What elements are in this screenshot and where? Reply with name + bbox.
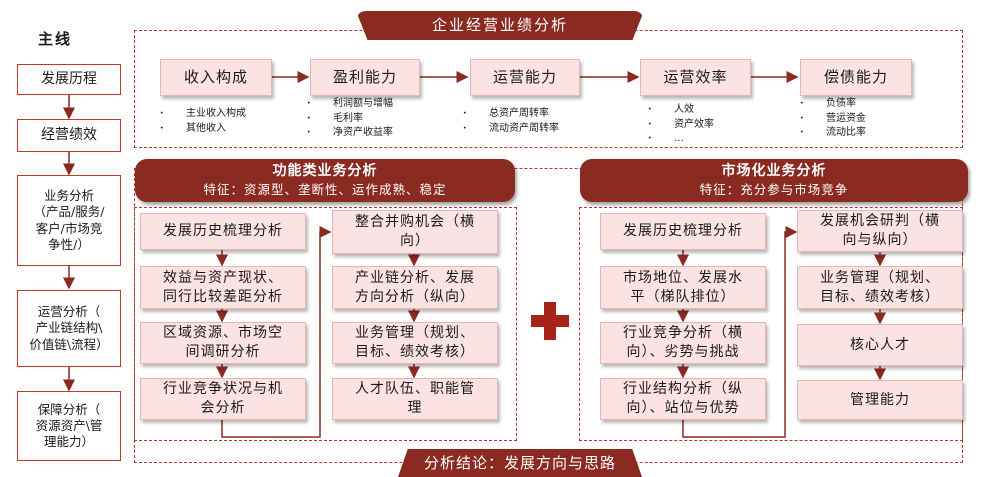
- step-profitability: 盈利能力: [310, 59, 420, 96]
- plus-icon: [544, 302, 556, 340]
- right-c1-market-position: 市场地位、发展水 平（梯队排位）: [600, 266, 766, 309]
- bullet-item: 资产效率: [648, 118, 714, 133]
- left-panel-title: 功能类业务分析: [272, 163, 378, 179]
- right-c2-management: 业务管理（规划、 目标、绩效考核）: [797, 266, 963, 309]
- bullet-item: 营运资金: [800, 112, 866, 127]
- bullet-item: 净资产收益率: [307, 126, 393, 141]
- right-c2-core-talent: 核心人才: [797, 324, 963, 366]
- left-panel-subtitle: 特征：资源型、垄断性、运作成熟、稳定: [203, 182, 447, 197]
- left-c2-industry-chain: 产业链分析、发展 方向分析（纵向）: [332, 266, 498, 309]
- bullets-efficiency: 人效 资产效率 …: [648, 103, 714, 147]
- bullets-profitability: 利润额与增幅 毛利率 净资产收益率: [307, 97, 393, 141]
- right-c2-opportunity: 发展机会研判（横 向与纵向）: [797, 210, 963, 252]
- step-operating-capacity: 运营能力: [470, 59, 580, 96]
- left-c1-region: 区域资源、市场空 间调研分析: [140, 322, 306, 364]
- left-panel-region: [134, 207, 517, 441]
- bullet-item: 总资产周转率: [463, 107, 559, 122]
- bullet-item: 负债率: [800, 97, 866, 112]
- left-c2-management: 业务管理（规划、 目标、绩效考核）: [332, 322, 498, 364]
- right-c1-structure: 行业结构分析（纵 向）、站位与优势: [600, 378, 766, 420]
- bullet-item: 流动资产周转率: [463, 122, 559, 137]
- step-revenue: 收入构成: [160, 59, 272, 96]
- bullet-item: 其他收入: [160, 122, 246, 137]
- left-c2-talent: 人才队伍、职能管 理: [332, 378, 498, 420]
- right-panel-subtitle: 特征：充分参与市场竞争: [699, 182, 849, 197]
- sidebar-item-business: 业务分析 （产品/服务/ 客户/市场竞 争性/）: [17, 175, 121, 266]
- left-c2-merger: 整合并购机会（横 向）: [332, 210, 498, 254]
- sidebar-item-history: 发展历程: [17, 64, 121, 95]
- right-panel-title: 市场化业务分析: [721, 163, 827, 179]
- sidebar-title: 主线: [38, 30, 73, 48]
- right-c2-capability: 管理能力: [797, 380, 963, 420]
- sidebar-item-support: 保障分析（ 资源资产\管 理能力）: [17, 391, 121, 461]
- left-panel-banner: 功能类业务分析 特征：资源型、垄断性、运作成熟、稳定: [135, 159, 515, 202]
- bullets-revenue: 主业收入构成 其他收入: [160, 107, 246, 136]
- right-c1-competition: 行业竞争分析（横 向）、劣势与挑战: [600, 322, 766, 364]
- step-efficiency: 运营效率: [640, 59, 751, 96]
- right-c1-history: 发展历史梳理分析: [600, 213, 766, 250]
- bullet-item: 人效: [648, 103, 714, 118]
- top-banner: 企业经营业绩分析: [356, 11, 644, 40]
- bullet-item: 毛利率: [307, 112, 393, 127]
- bullet-item: 利润额与增幅: [307, 97, 393, 112]
- bullet-item: …: [648, 132, 714, 147]
- sidebar-item-operations: 运营分析（ 产业链结构\ 价值链\流程）: [17, 290, 121, 367]
- bullet-item: 流动比率: [800, 126, 866, 141]
- conclusion-banner: 分析结论：发展方向与思路: [398, 449, 642, 477]
- left-c1-competition: 行业竞争状况与机 会分析: [140, 378, 306, 420]
- bullets-operating: 总资产周转率 流动资产周转率: [463, 107, 559, 136]
- left-c1-history: 发展历史梳理分析: [140, 213, 306, 250]
- bullets-solvency: 负债率 营运资金 流动比率: [800, 97, 866, 141]
- step-solvency: 偿债能力: [800, 59, 912, 96]
- bullet-item: 主业收入构成: [160, 107, 246, 122]
- left-c1-benefit: 效益与资产现状、 同行比较差距分析: [140, 266, 306, 309]
- sidebar-item-performance: 经营绩效: [17, 119, 121, 152]
- right-panel-banner: 市场化业务分析 特征：充分参与市场竞争: [580, 159, 968, 202]
